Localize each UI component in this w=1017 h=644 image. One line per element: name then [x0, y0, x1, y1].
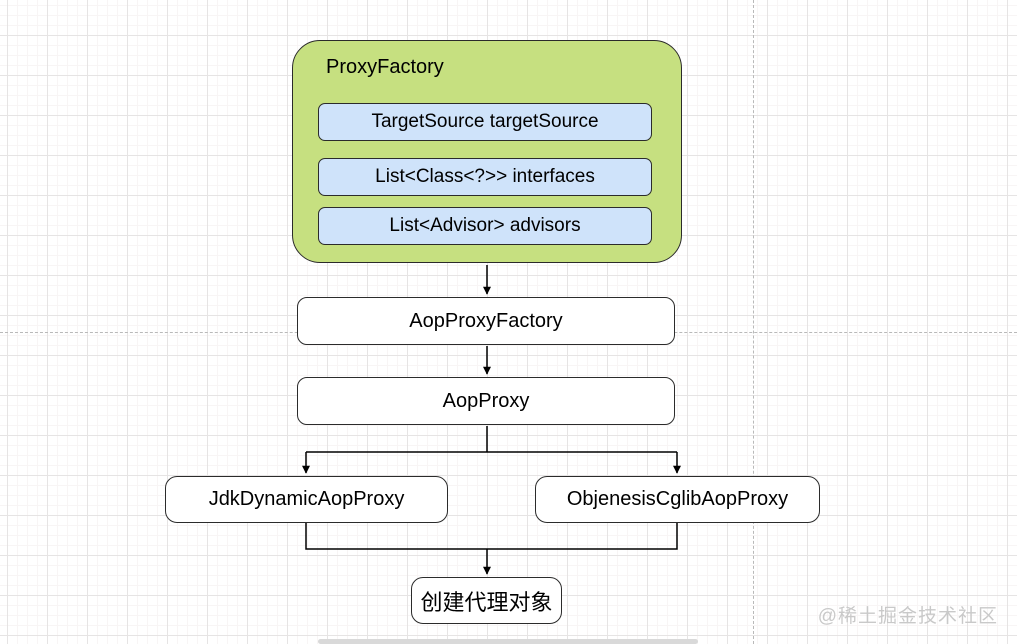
field-interfaces: List<Class<?>> interfaces — [318, 158, 652, 196]
horizontal-scrollbar-thumb[interactable] — [318, 639, 698, 644]
proxy-factory-title: ProxyFactory — [326, 56, 444, 78]
connector-merge-bar — [305, 523, 678, 550]
page-boundary-vertical — [753, 0, 754, 644]
field-targetsource: TargetSource targetSource — [318, 103, 652, 141]
node-objenesis-cglib-aop-proxy: ObjenesisCglibAopProxy — [535, 476, 820, 523]
juejin-watermark: @稀土掘金技术社区 — [817, 606, 998, 627]
node-create-proxy-object: 创建代理对象 — [411, 577, 562, 624]
node-aop-proxy: AopProxy — [297, 377, 675, 425]
node-jdk-dynamic-aop-proxy: JdkDynamicAopProxy — [165, 476, 448, 523]
field-advisors: List<Advisor> advisors — [318, 207, 652, 245]
node-proxy-factory: ProxyFactory TargetSource targetSource L… — [292, 40, 682, 263]
node-aop-proxy-factory: AopProxyFactory — [297, 297, 675, 345]
